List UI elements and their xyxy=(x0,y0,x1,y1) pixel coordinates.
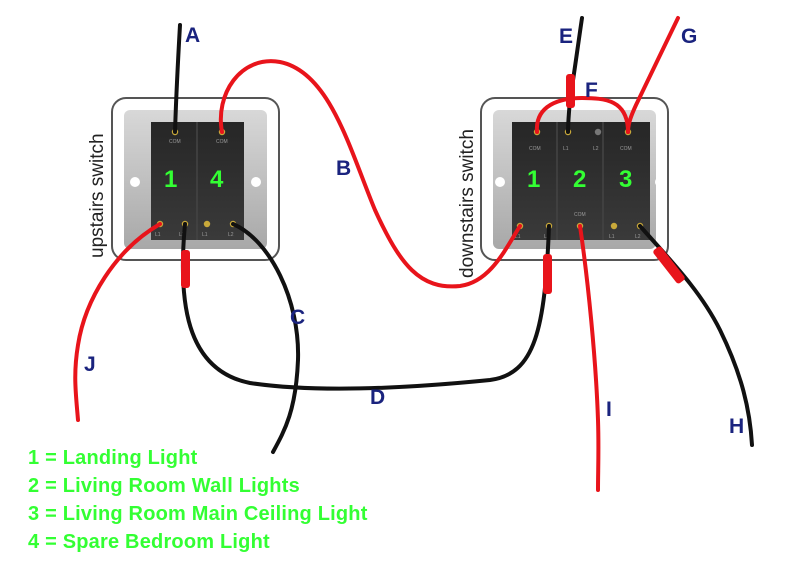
wire-label-f: F xyxy=(585,79,598,102)
terminal-label: COM xyxy=(216,139,228,145)
wire-label-i: I xyxy=(606,398,612,421)
wire-b xyxy=(218,59,522,289)
gang-number: 1 xyxy=(527,166,540,193)
terminal-label: COM xyxy=(529,146,541,152)
upstairs-terminal xyxy=(203,220,211,228)
wire-label-b: B xyxy=(336,157,351,180)
legend-item: 1 = Landing Light xyxy=(28,447,198,469)
legend: 1 = Landing Light 2 = Living Room Wall L… xyxy=(28,444,368,556)
downstairs-terminal xyxy=(594,128,602,136)
wire-c xyxy=(231,222,301,454)
wire-j xyxy=(73,222,162,422)
terminal-label: L2 xyxy=(179,232,185,238)
upstairs-screw-hole-right xyxy=(251,177,261,187)
wire-label-e: E xyxy=(559,25,573,48)
wire-sleeve xyxy=(543,254,552,294)
wire-label-h: H xyxy=(729,415,744,438)
wire-label-c: C xyxy=(290,306,305,329)
downstairs-screw-hole-left xyxy=(495,177,505,187)
wire-label-d: D xyxy=(370,386,385,409)
downstairs-switch: COM L1 L2 COM COM L1 L2 L1 L2 1 2 3 down… xyxy=(457,97,669,278)
gang-number: 4 xyxy=(210,166,224,193)
terminal-label: L1 xyxy=(515,234,521,240)
wire-sleeve xyxy=(566,74,575,108)
legend-item: 2 = Living Room Wall Lights xyxy=(28,475,300,497)
wire-a xyxy=(173,23,182,134)
terminal-label: L2 xyxy=(593,146,599,152)
upstairs-switch-label: upstairs switch xyxy=(87,133,108,258)
downstairs-terminal xyxy=(610,222,618,230)
downstairs-switch-block xyxy=(512,122,650,240)
wire-sleeve xyxy=(181,250,190,288)
terminal-label: L1 xyxy=(563,146,569,152)
downstairs-switch-label: downstairs switch xyxy=(457,129,478,278)
terminal-label: COM xyxy=(574,212,586,218)
terminal-label: L2 xyxy=(228,232,234,238)
terminal-label: L1 xyxy=(609,234,615,240)
gang-number: 1 xyxy=(164,166,177,193)
wire-label-g: G xyxy=(681,25,697,48)
terminal-label: COM xyxy=(169,139,181,145)
gang-number: 2 xyxy=(573,166,586,193)
terminal-label: L1 xyxy=(155,232,161,238)
gang-number: 3 xyxy=(619,166,632,193)
wire-g xyxy=(626,16,680,134)
wire-f xyxy=(534,96,630,134)
downstairs-screw-hole-right xyxy=(655,177,665,187)
legend-item: 3 = Living Room Main Ceiling Light xyxy=(28,503,368,525)
upstairs-screw-hole-left xyxy=(130,177,140,187)
terminal-label: L2 xyxy=(635,234,641,240)
terminal-label: L1 xyxy=(202,232,208,238)
wire-d xyxy=(180,222,551,391)
wire-label-j: J xyxy=(84,353,96,376)
wire-i xyxy=(578,224,601,492)
upstairs-switch: COM COM L1 L2 L1 L2 1 4 upstairs switch xyxy=(87,97,280,261)
wire-label-a: A xyxy=(185,24,200,47)
legend-item: 4 = Spare Bedroom Light xyxy=(28,531,270,553)
wire-sleeve xyxy=(653,246,685,284)
terminal-label: COM xyxy=(620,146,632,152)
